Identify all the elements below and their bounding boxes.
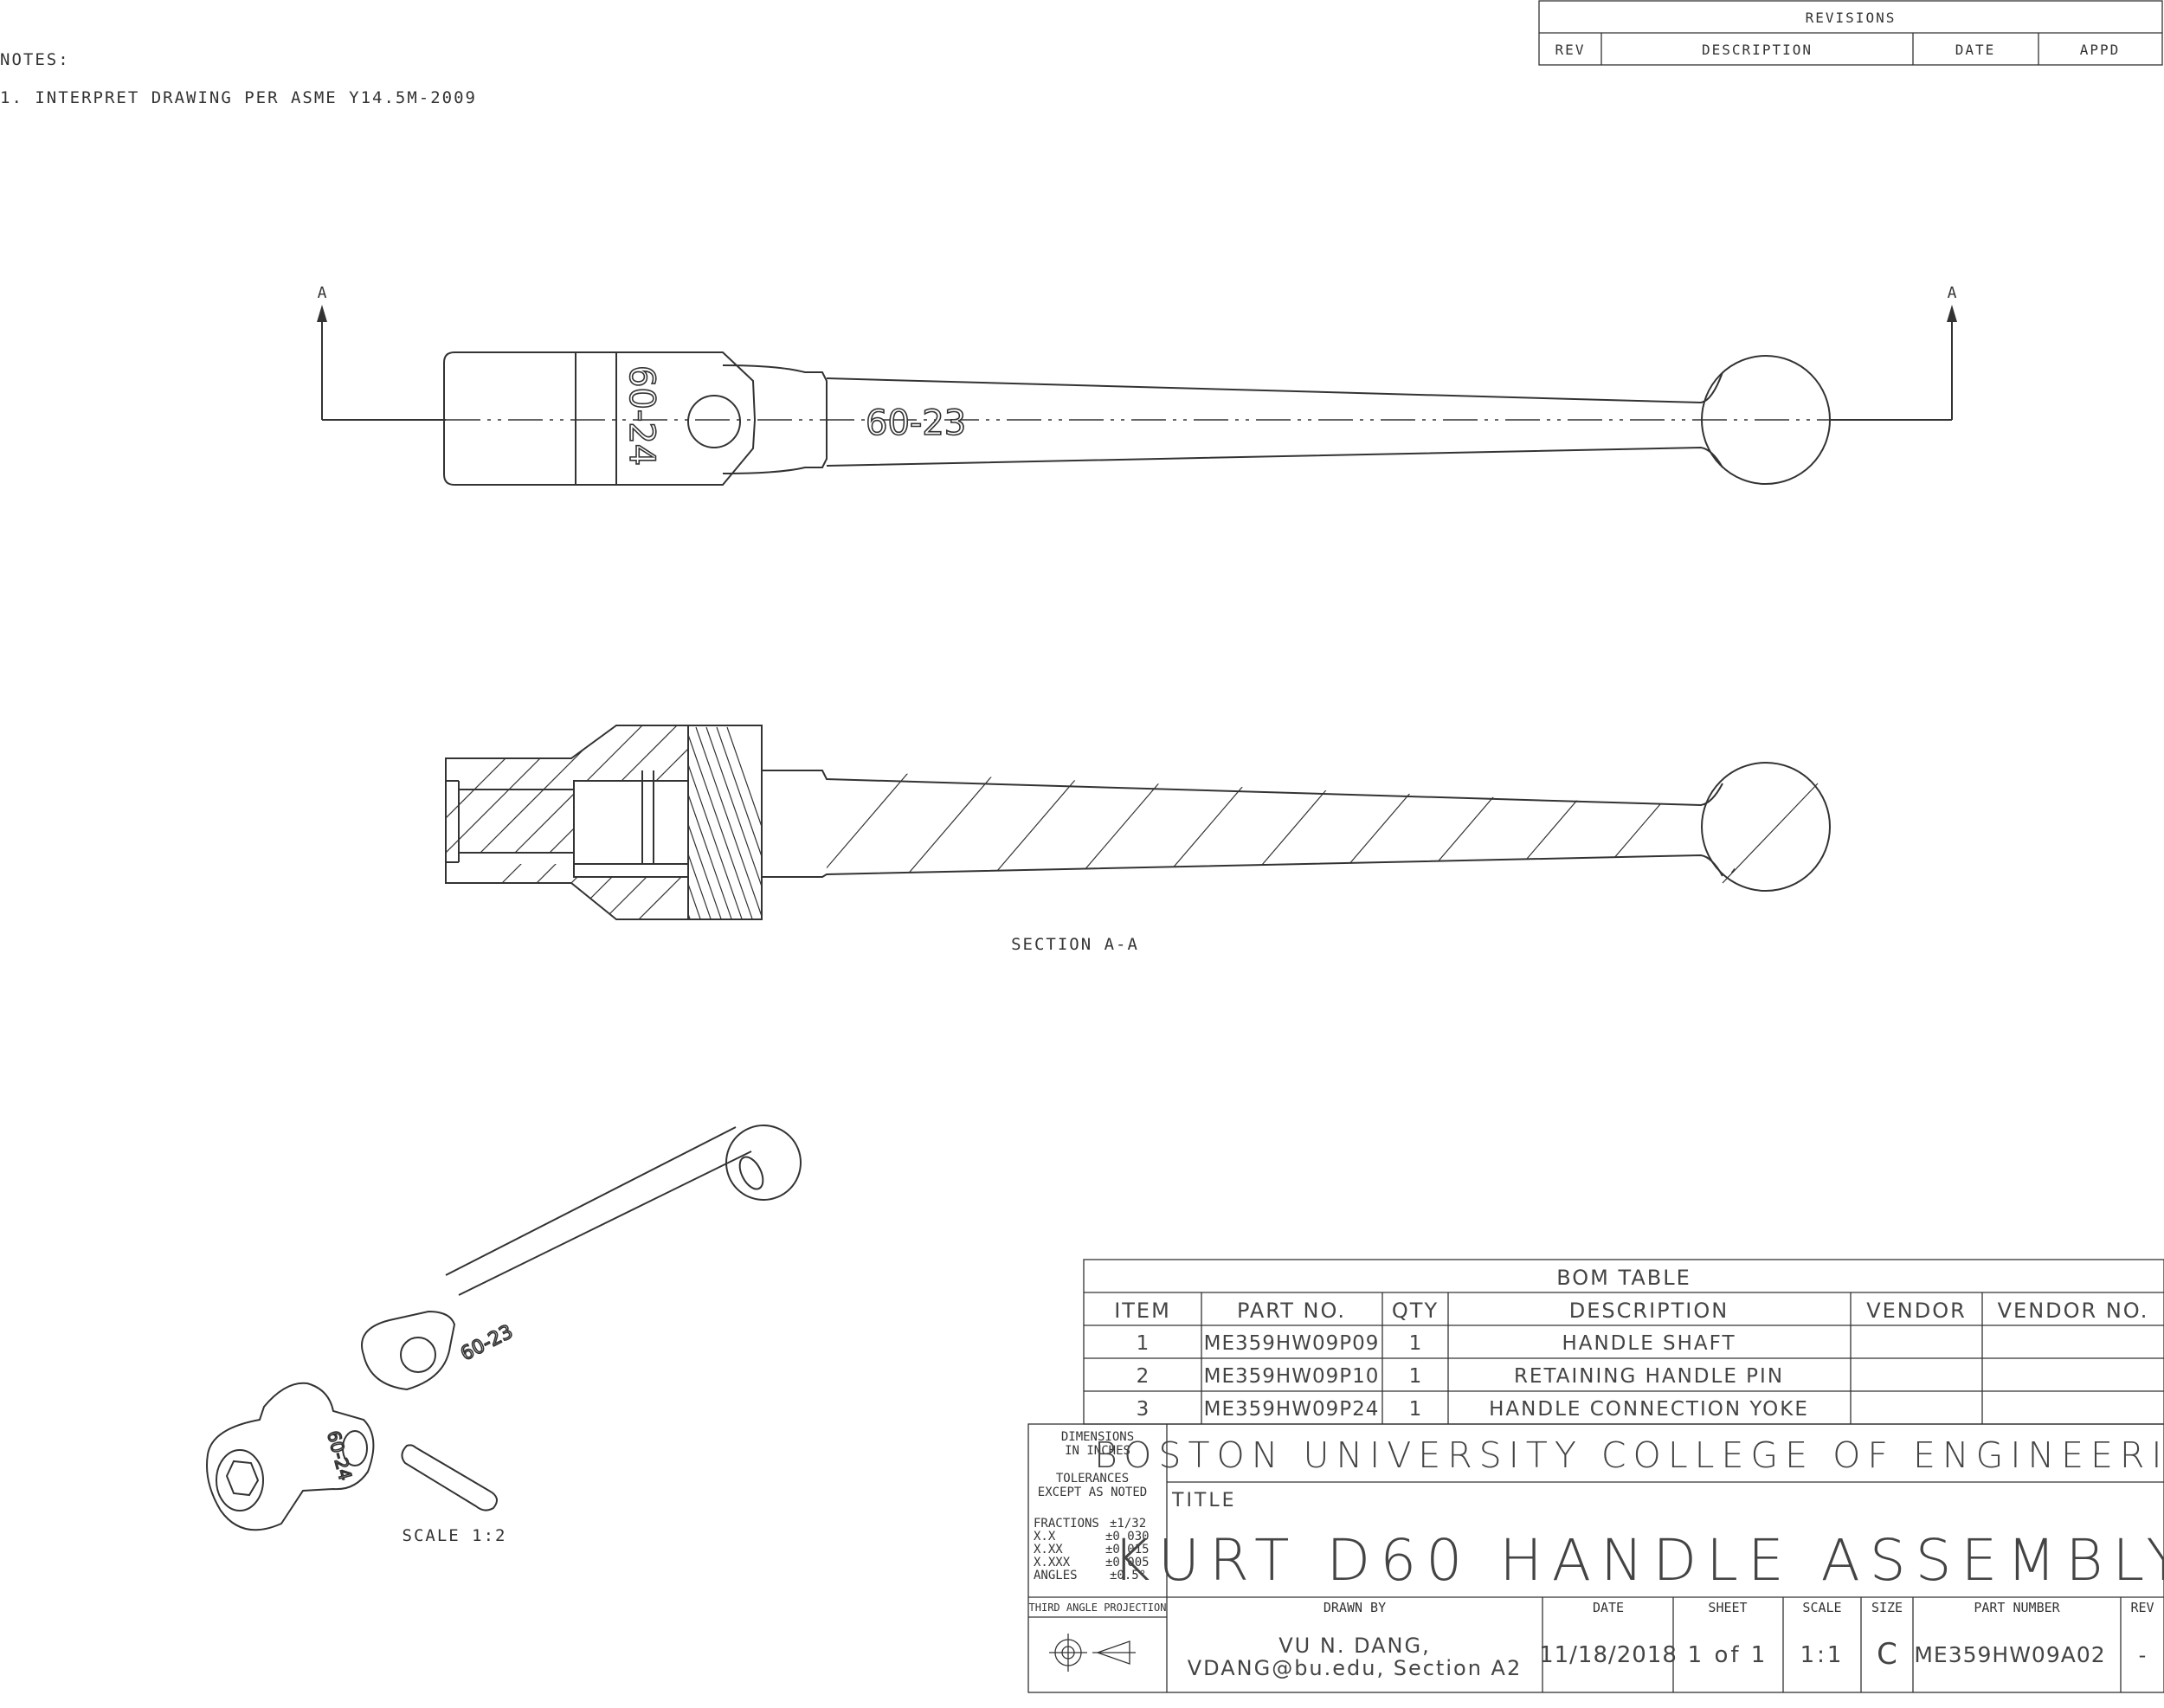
bom-row-item: 3 — [1137, 1398, 1150, 1421]
bom-row-description: HANDLE CONNECTION YOKE — [1489, 1398, 1809, 1421]
tolerances-except-label: EXCEPT AS NOTED — [1038, 1486, 1147, 1499]
part-mark-60-24: 60-24 — [622, 365, 661, 466]
date-col-header: DATE — [1955, 42, 1996, 58]
dimensions-units-label: IN INCHES — [1065, 1444, 1130, 1458]
sheet-label: SHEET — [1708, 1600, 1747, 1615]
notes-heading: NOTES: — [0, 50, 70, 69]
yoke-pin-hole — [687, 395, 741, 448]
bom-table: BOM TABLE ITEM PART NO. QTY DESCRIPTION … — [1083, 1259, 2164, 1425]
yoke-hatch-bottom — [446, 864, 688, 919]
scale-value: 1:1 — [1800, 1642, 1845, 1668]
bom-row-part-no: ME359HW09P24 — [1204, 1398, 1380, 1421]
size-label: SIZE — [1871, 1600, 1903, 1615]
revisions-title: REVISIONS — [1806, 10, 1897, 26]
drawn-by-email: VDANG@bu.edu, Section A2 — [1188, 1656, 1522, 1680]
note-item-1: 1. INTERPRET DRAWING PER ASME Y14.5M-200… — [0, 88, 477, 107]
appd-col-header: APPD — [2080, 42, 2121, 58]
rev-value: - — [2139, 1643, 2147, 1667]
yoke-hatch-top — [446, 725, 688, 853]
tol-xxx-value: ±0.005 — [1105, 1556, 1150, 1569]
section-marker-right: A — [1948, 284, 1957, 302]
bom-header-vendor-no: VENDOR NO. — [1998, 1299, 2149, 1323]
projection-label: THIRD ANGLE PROJECTION — [1029, 1602, 1167, 1614]
bom-header-part-no: PART NO. — [1237, 1299, 1346, 1323]
tol-fractions-name: FRACTIONS — [1034, 1517, 1099, 1531]
iso-scale-label: SCALE 1:2 — [403, 1526, 507, 1545]
isometric-view: 60-23 60-24 SCALE 1:2 — [206, 1125, 802, 1545]
part-mark-60-23: 60-23 — [866, 403, 966, 443]
date-value: 11/18/2018 — [1539, 1642, 1678, 1668]
shaft-hatch — [827, 770, 1736, 874]
tolerances-label: TOLERANCES — [1056, 1472, 1129, 1486]
drawn-by-name: VU N. DANG, — [1278, 1634, 1430, 1658]
tol-fractions-value: ±1/32 — [1110, 1517, 1146, 1531]
iso-clevis — [361, 1310, 456, 1391]
bom-header-vendor: VENDOR — [1866, 1299, 1967, 1323]
top-view: A A 60-24 60-23 — [317, 284, 1957, 486]
tol-x-value: ±0.030 — [1105, 1530, 1150, 1544]
tol-xxx-name: X.XXX — [1034, 1556, 1071, 1569]
size-value: C — [1877, 1637, 1897, 1672]
iso-part-mark-60-23: 60-23 — [457, 1321, 516, 1365]
third-angle-projection-icon — [1049, 1634, 1136, 1672]
iso-ball-knob — [725, 1125, 802, 1201]
section-shaft-outline — [762, 770, 1723, 878]
iso-yoke — [206, 1382, 375, 1531]
section-marker-left: A — [318, 284, 327, 302]
rev-label: REV — [2130, 1600, 2154, 1615]
bom-title: BOM TABLE — [1556, 1266, 1691, 1290]
bom-row-qty: 1 — [1409, 1332, 1422, 1355]
shaft-outline — [826, 371, 1723, 468]
part-number-value: ME359HW09A02 — [1914, 1642, 2105, 1667]
section-view: SECTION A-A — [445, 725, 1831, 954]
section-yoke-outline — [445, 725, 763, 920]
bom-row-description: HANDLE SHAFT — [1562, 1332, 1736, 1355]
section-ball-knob — [1701, 762, 1831, 892]
dimensions-label: DIMENSIONS — [1061, 1430, 1134, 1444]
date-label: DATE — [1593, 1600, 1624, 1615]
revisions-table: REVISIONS REV DESCRIPTION DATE APPD — [1538, 0, 2163, 66]
title-block: DIMENSIONS IN INCHES TOLERANCES EXCEPT A… — [1027, 1423, 2164, 1693]
bom-header-description: DESCRIPTION — [1569, 1299, 1729, 1323]
bom-row-part-no: ME359HW09P09 — [1204, 1332, 1380, 1355]
bom-row-qty: 1 — [1409, 1398, 1422, 1421]
iso-retaining-pin — [401, 1444, 498, 1511]
title-label: TITLE — [1171, 1490, 1237, 1511]
pin-hatch — [688, 726, 762, 919]
drawn-by-label: DRAWN BY — [1324, 1600, 1386, 1615]
bom-header-item: ITEM — [1114, 1299, 1171, 1323]
part-number-label: PART NUMBER — [1974, 1600, 2060, 1615]
bom-row-item: 1 — [1137, 1332, 1150, 1355]
section-label: SECTION A-A — [1011, 935, 1139, 954]
tol-angles-value: ±0.5° — [1110, 1569, 1146, 1582]
description-col-header: DESCRIPTION — [1702, 42, 1813, 58]
yoke-outline — [443, 351, 757, 486]
rev-col-header: REV — [1555, 42, 1586, 58]
tol-x-name: X.X — [1034, 1530, 1056, 1544]
bom-row-qty: 1 — [1409, 1365, 1422, 1388]
scale-label: SCALE — [1802, 1600, 1841, 1615]
tol-angles-name: ANGLES — [1034, 1569, 1078, 1582]
tol-xx-value: ±0.015 — [1105, 1543, 1150, 1557]
sheet-value: 1 of 1 — [1688, 1642, 1768, 1668]
iso-part-mark-60-24: 60-24 — [323, 1428, 356, 1482]
bom-header-qty: QTY — [1392, 1299, 1439, 1323]
tol-xx-name: X.XX — [1034, 1543, 1063, 1557]
bom-row-part-no: ME359HW09P10 — [1204, 1365, 1380, 1388]
bom-row-item: 2 — [1137, 1365, 1150, 1388]
bom-row-description: RETAINING HANDLE PIN — [1514, 1365, 1784, 1388]
organization-name: BOSTON UNIVERSITY COLLEGE OF ENGINEERING — [1094, 1434, 2164, 1476]
drawing-title: KURT D60 HANDLE ASSEMBLY — [1112, 1527, 2164, 1594]
